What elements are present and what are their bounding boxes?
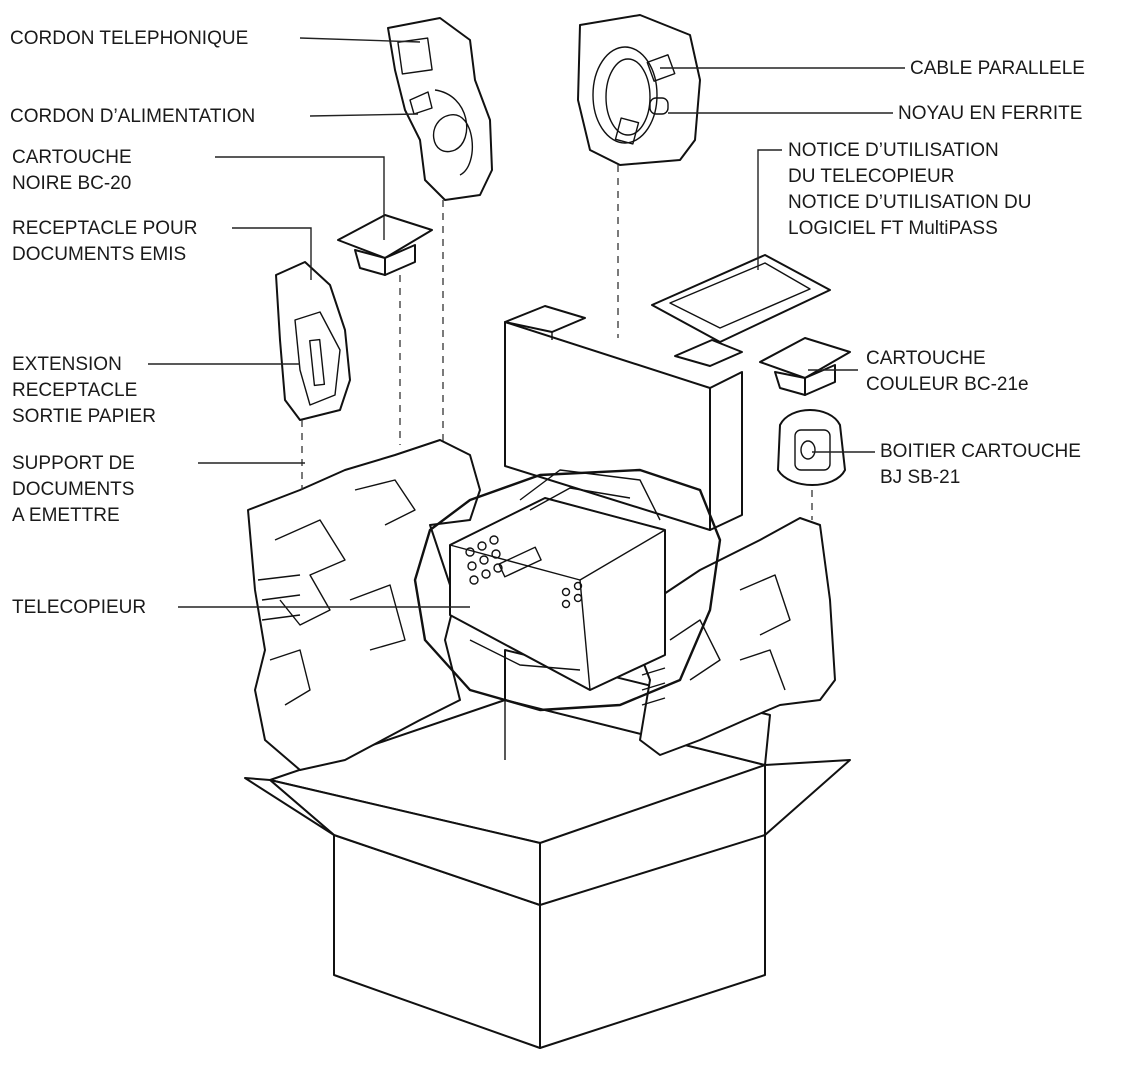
label-line: CORDON TELEPHONIQUE	[10, 28, 249, 49]
label-line: RECEPTACLE POUR	[12, 218, 198, 239]
label-cordon-telephonique: CORDON TELEPHONIQUE	[10, 26, 248, 52]
label-extension-receptacle: EXTENSION RECEPTACLE SORTIE PAPIER	[12, 352, 156, 430]
keypad	[465, 535, 583, 609]
manuals	[651, 254, 831, 343]
label-line: NOTICE D’UTILISATION	[788, 140, 999, 161]
cable-bag	[577, 14, 701, 166]
label-line: EXTENSION	[12, 354, 122, 375]
label-telecopieur: TELECOPIEUR	[12, 595, 146, 621]
drop-lines	[301, 165, 813, 520]
label-line: DU TELECOPIEUR	[788, 166, 955, 187]
cardboard-separator	[504, 305, 743, 531]
label-receptacle-documents: RECEPTACLE POUR DOCUMENTS EMIS	[12, 216, 197, 268]
label-cartouche-noire: CARTOUCHE NOIRE BC-20	[12, 145, 132, 197]
label-line: NOIRE BC-20	[12, 173, 132, 194]
label-line: RECEPTACLE	[12, 380, 138, 401]
label-line: A EMETTRE	[12, 505, 120, 526]
label-cartouche-couleur: CARTOUCHE COULEUR BC-21e	[866, 346, 1029, 398]
label-line: LOGICIEL FT MultiPASS	[788, 218, 998, 239]
label-line: CABLE PARALLELE	[910, 58, 1085, 79]
label-line: CORDON D’ALIMENTATION	[10, 106, 256, 127]
cartridge-storage-box	[777, 409, 846, 486]
label-cable-parallele: CABLE PARALLELE	[910, 56, 1085, 82]
label-line: NOTICE D’UTILISATION DU	[788, 192, 1032, 213]
label-line: NOYAU EN FERRITE	[898, 103, 1083, 124]
label-line: TELECOPIEUR	[12, 597, 147, 618]
label-line: DOCUMENTS	[12, 479, 135, 500]
color-cartridge	[759, 337, 851, 396]
label-line: BOITIER CARTOUCHE	[880, 441, 1081, 462]
label-line: CARTOUCHE	[12, 147, 132, 168]
label-boitier-cartouche: BOITIER CARTOUCHE BJ SB-21	[880, 439, 1081, 491]
cord-bag	[387, 17, 493, 201]
label-cordon-alimentation: CORDON D’ALIMENTATION	[10, 104, 255, 130]
fax-machine	[413, 468, 722, 712]
label-line: SUPPORT DE	[12, 453, 135, 474]
label-line: CARTOUCHE	[866, 348, 986, 369]
label-line: BJ SB-21	[880, 467, 961, 488]
label-support-documents: SUPPORT DE DOCUMENTS A EMETTRE	[12, 451, 135, 529]
label-notices: NOTICE D’UTILISATION DU TELECOPIEUR NOTI…	[788, 138, 1032, 242]
leader-lines	[148, 37, 905, 608]
left-foam-insert	[247, 439, 481, 771]
label-noyau-ferrite: NOYAU EN FERRITE	[898, 101, 1082, 127]
label-line: DOCUMENTS EMIS	[12, 244, 187, 265]
black-cartridge	[337, 214, 433, 276]
right-foam-insert	[634, 517, 836, 756]
label-line: SORTIE PAPIER	[12, 406, 156, 427]
document-receptacle	[275, 261, 351, 421]
label-line: COULEUR BC-21e	[866, 374, 1029, 395]
